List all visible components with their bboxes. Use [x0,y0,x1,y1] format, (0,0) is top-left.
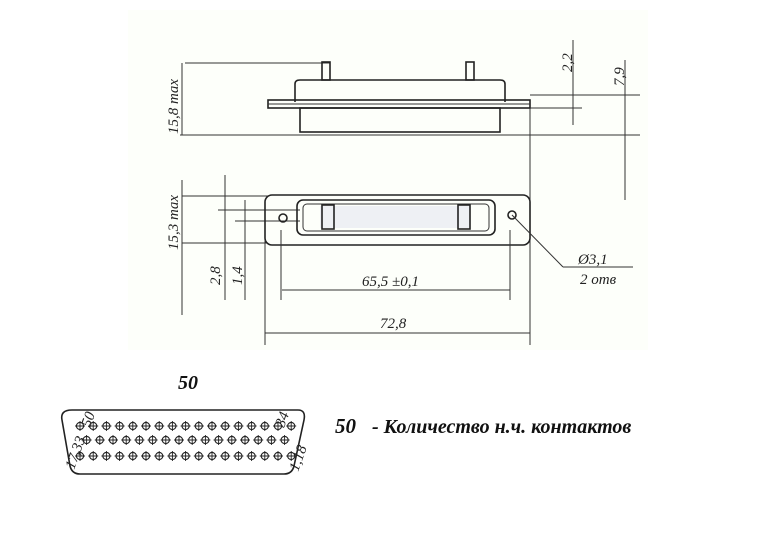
pin-crosshair [134,435,145,445]
dim-1-4: 1,4 [230,266,246,285]
pin-crosshair [88,451,99,461]
pin-crosshair [286,421,297,431]
pin-crosshair [141,451,151,461]
side-view: 15,8 max 2,2 7,9 [166,40,640,345]
hole-count-label: 2 отв [580,272,617,288]
pin-crosshair [180,421,191,431]
pin-crosshair [253,435,264,445]
pin-crosshair [154,421,165,431]
pin-label-34: 34 [272,409,293,430]
pin-crosshair [81,435,92,445]
hole-diameter-label: Ø3,1 [577,252,608,268]
pin-crosshair [233,451,244,461]
dim-2-2: 2,2 [560,53,576,72]
pin-crosshair [220,421,231,431]
pin-crosshair [101,421,112,431]
hole-pitch-label: 65,5 ±0,1 [362,274,419,290]
pin-crosshair [101,451,112,461]
pin-crosshair [259,451,270,461]
pin-crosshair [226,435,237,445]
pin-crosshair [286,451,297,461]
pin-crosshair [147,435,158,445]
pin-crosshair [246,421,257,431]
pin-crosshair [121,435,132,445]
pin-crosshair [94,435,105,445]
pin-crosshair [266,435,277,445]
pin-crosshair [193,451,204,461]
front-view: 15,3 max 2,8 1,4 65,5 ±0,1 72,8 Ø3,1 2 о… [166,175,633,345]
pin-crosshair [207,451,217,461]
pin-crosshair [273,451,283,461]
pin-crosshair [174,435,184,445]
dim-7-9: 7,9 [612,67,628,86]
pin-crosshair [193,421,204,431]
pin-crosshair [127,451,138,461]
pin-crosshair [75,421,85,431]
pin-crosshair [167,421,178,431]
caption-text: - Количество н.ч. контактов [372,416,631,438]
pin-crosshair [127,421,138,431]
pin-crosshair [240,435,250,445]
pin-crosshair [246,451,257,461]
pin-label-1-18: 1,18 [287,443,311,474]
overall-width-label: 72,8 [380,316,407,332]
pin-crosshair [279,435,290,445]
pin-crosshair [154,451,165,461]
pin-crosshair [233,421,244,431]
drawing-sheet [128,10,648,350]
pin-crosshair [108,435,118,445]
pin-crosshair [259,421,270,431]
pinout-title: 50 [178,372,198,394]
pinout-diagram: 50 34 17,33 1,18 [60,409,311,475]
pin-crosshair [273,421,283,431]
pin-label-17-33: 17,33 [63,434,90,471]
side-height-label: 15,8 max [166,79,182,134]
pin-crosshair [180,451,191,461]
pin-crosshair [207,421,217,431]
pin-crosshair [114,421,125,431]
pin-crosshair [213,435,224,445]
pin-crosshair [200,435,211,445]
pin-crosshair [160,435,171,445]
pin-crosshair [220,451,231,461]
pin-label-50: 50 [79,409,99,429]
pin-crosshair [75,451,85,461]
caption-number: 50 [335,414,357,438]
pin-crosshair [114,451,125,461]
pin-crosshair [167,451,178,461]
pin-crosshair [88,421,99,431]
front-height-label: 15,3 max [166,195,182,250]
pin-crosshair [187,435,198,445]
pin-crosshair [141,421,151,431]
dim-2-8: 2,8 [208,266,224,285]
